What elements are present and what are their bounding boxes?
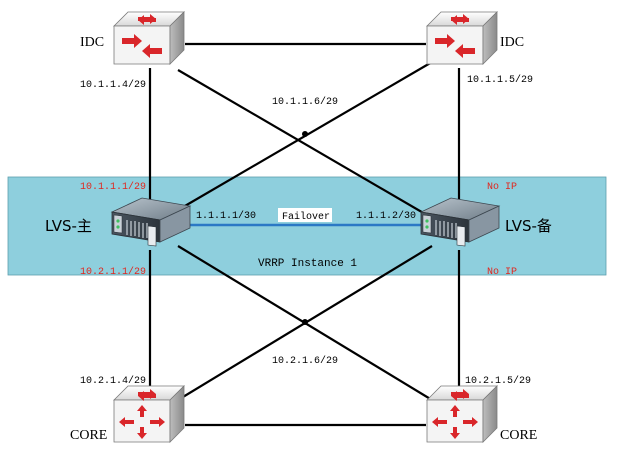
lvs-backup-label: LVS-备 xyxy=(505,217,552,235)
core-right-switch-icon[interactable] xyxy=(426,385,498,443)
lvs-backup-upstream-ip: No IP xyxy=(487,182,517,193)
lvs-backup-downstream-ip: No IP xyxy=(487,267,517,278)
lvs-master-label: LVS-主 xyxy=(45,217,92,235)
idc-left-port-label: 10.1.1.4/29 xyxy=(80,79,146,91)
heartbeat-master-ip: 1.1.1.1/30 xyxy=(196,210,256,222)
core-vip-label: 10.2.1.6/29 xyxy=(272,355,338,367)
core-left-port-label: 10.2.1.4/29 xyxy=(80,375,146,387)
vrrp-instance-label: VRRP Instance 1 xyxy=(258,258,357,270)
idc-right-port-label: 10.1.1.5/29 xyxy=(467,74,533,86)
core-left-switch-icon[interactable] xyxy=(113,385,185,443)
idc-right-router-icon[interactable] xyxy=(426,11,498,65)
idc-left-label: IDC xyxy=(80,35,104,50)
core-left-label: CORE xyxy=(70,428,107,443)
core-vip-junction xyxy=(302,319,308,325)
core-right-label: CORE xyxy=(500,428,537,443)
lvs-master-downstream-ip: 10.2.1.1/29 xyxy=(80,266,146,278)
link-idc-left-lvs-backup xyxy=(177,69,433,219)
failover-label: Failover xyxy=(282,211,330,223)
core-right-port-label: 10.2.1.5/29 xyxy=(465,375,531,387)
idc-left-router-icon[interactable] xyxy=(113,11,185,65)
lvs-master-upstream-ip: 10.1.1.1/29 xyxy=(80,181,146,193)
idc-right-label: IDC xyxy=(500,35,524,50)
heartbeat-backup-ip: 1.1.1.2/30 xyxy=(356,210,416,222)
idc-vip-junction xyxy=(302,131,308,137)
failover-label-bg xyxy=(278,208,332,222)
idc-vip-label: 10.1.1.6/29 xyxy=(272,96,338,108)
